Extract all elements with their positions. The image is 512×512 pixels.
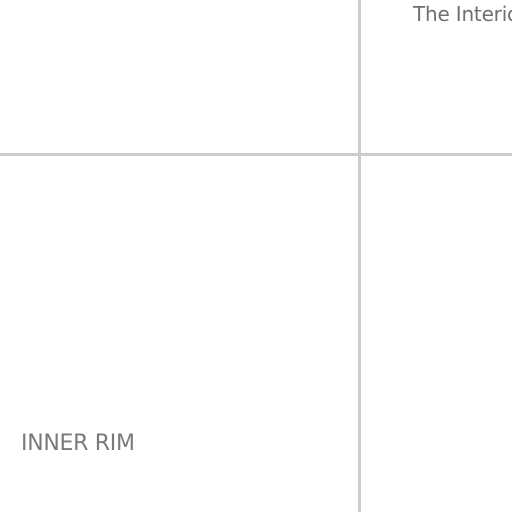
horizontal-divider-line	[0, 153, 512, 156]
vertical-divider-line	[358, 0, 361, 512]
top-right-heading: The Interio	[413, 2, 512, 26]
inner-rim-label: INNER RIM	[21, 431, 135, 456]
